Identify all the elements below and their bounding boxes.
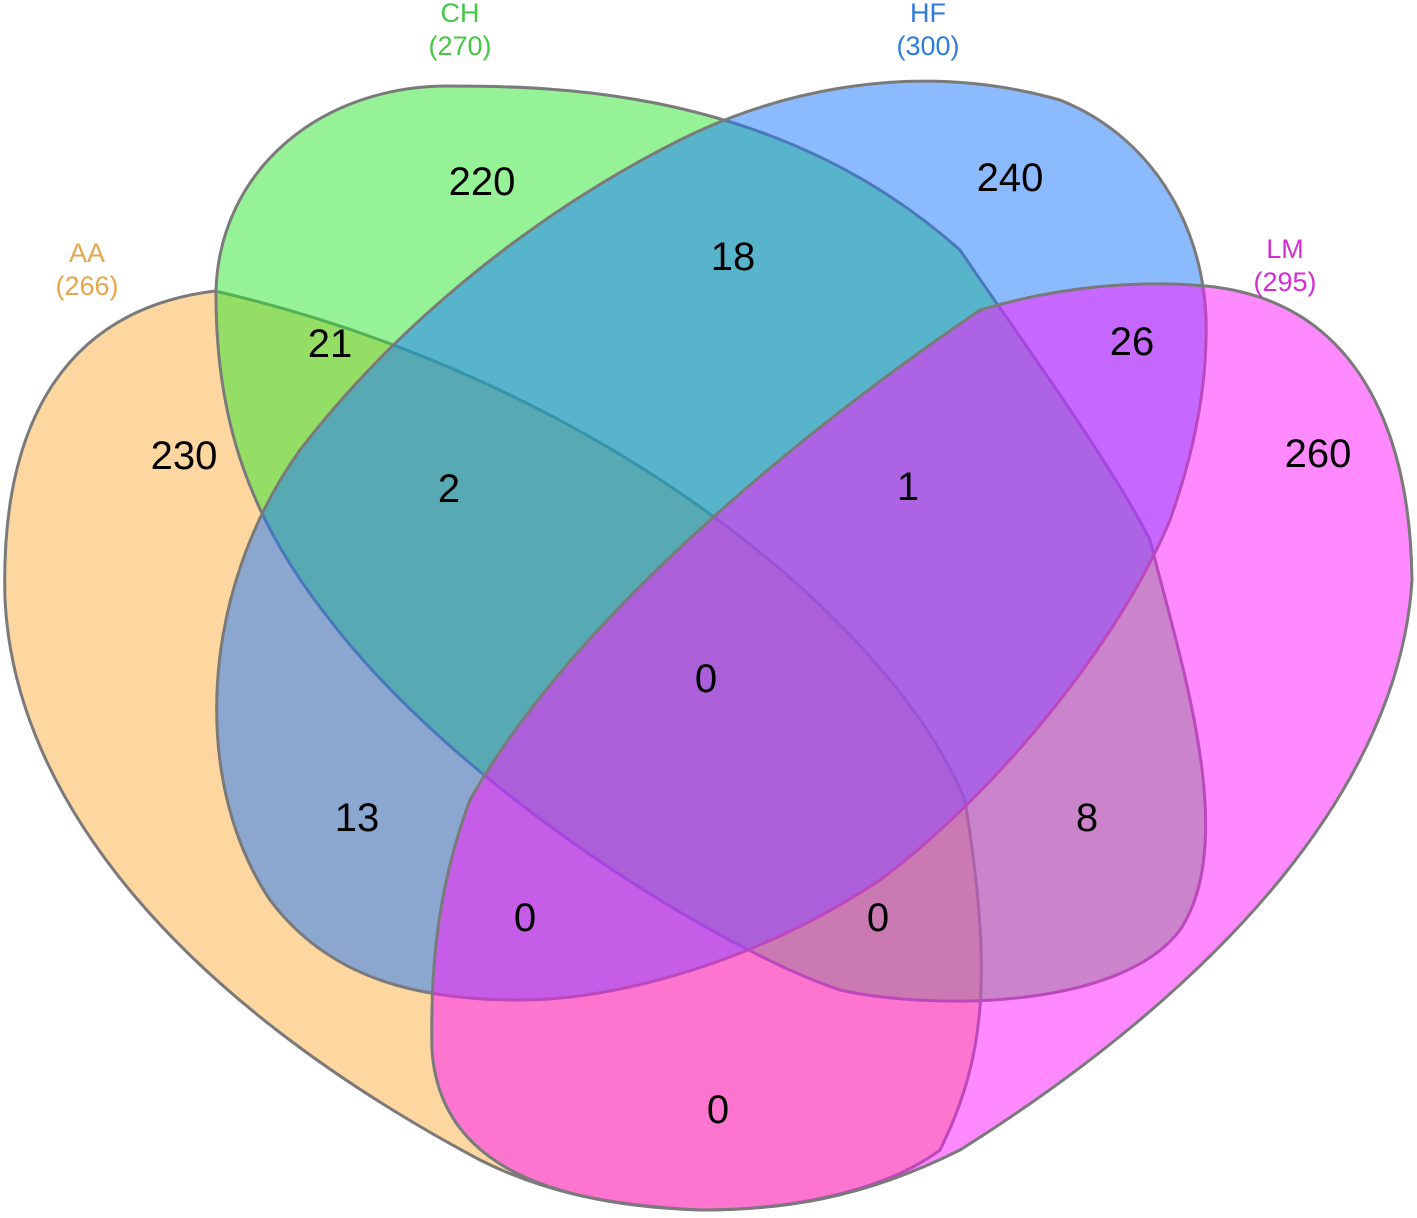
region-count-aa-ch: 21	[308, 322, 353, 366]
region-count-aa-ch-hf-lm: 0	[695, 657, 717, 701]
region-count-ch-hf: 18	[711, 235, 756, 279]
set-label-ch: CH	[441, 0, 480, 28]
region-count-aa: 230	[151, 434, 218, 478]
set-size-ch: (270)	[428, 31, 491, 61]
region-count-hf-lm: 26	[1110, 320, 1155, 364]
region-count-ch-hf-lm: 1	[897, 465, 919, 509]
set-label-lm: LM	[1266, 234, 1304, 264]
set-shape-lm	[430, 282, 1414, 1212]
set-labels: AA(266) CH (270) HF (300) LM(295)	[55, 0, 1316, 301]
set-size-lm: (295)	[1253, 267, 1316, 297]
region-count-ch: 220	[449, 160, 516, 204]
set-label-hf: HF	[910, 0, 946, 28]
set-label-aa: AA	[69, 238, 105, 268]
region-count-hf: 240	[977, 156, 1044, 200]
set-shapes	[3, 79, 1414, 1212]
region-count-aa-ch-lm: 0	[867, 896, 889, 940]
region-count-aa-ch-hf: 2	[438, 467, 460, 511]
region-count-aa-lm: 0	[707, 1088, 729, 1132]
region-count-ch-lm: 8	[1076, 796, 1098, 840]
region-count-aa-hf: 13	[335, 796, 380, 840]
region-count-lm: 260	[1285, 432, 1352, 476]
region-count-aa-hf-lm: 0	[514, 896, 536, 940]
set-size-aa: (266)	[55, 271, 118, 301]
set-size-hf: (300)	[896, 31, 959, 61]
